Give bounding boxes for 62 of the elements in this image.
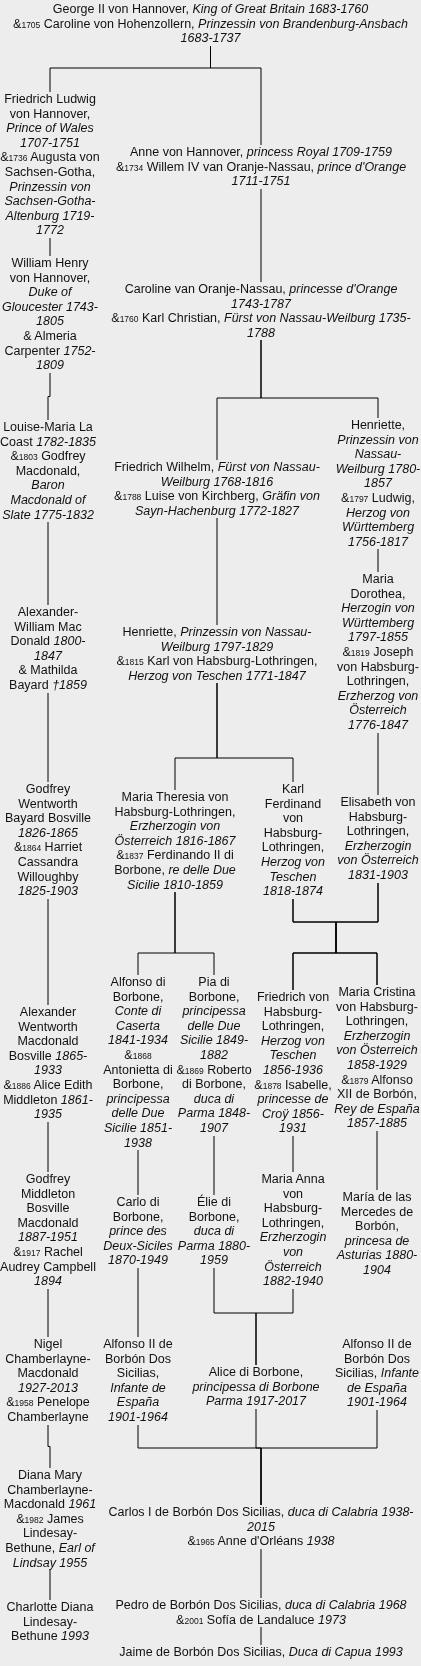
person-entry: Nigel Chamberlayne-Macdonald 1927-2013: [4, 1337, 92, 1396]
person-entry: Alexander-William Mac Donald 1800-1847: [9, 605, 87, 664]
person-entry: Carlos I de Borbón Dos Sicilias, duca di Calabria 1938-2015: [107, 1505, 415, 1535]
person-entry: Élie di Borbone, duca di Parma 1880-1959: [176, 1195, 252, 1268]
person-entry: Carlo di Borbone, prince des Deux-Siciles 1870-1949: [102, 1195, 174, 1268]
descent-line: [292, 1135, 294, 1173]
descent-line: [47, 372, 51, 421]
descent-line: [260, 188, 262, 283]
person-entry: Alice di Borbone, principessa di Borbone Parma 1917-2017: [191, 1365, 321, 1409]
descent-line: [137, 1149, 139, 1196]
person-entry: Elisabeth von Habsburg-Lothringen, Erzherzogin von Österreich 1831-1903: [336, 795, 420, 883]
descent-line: [377, 548, 379, 573]
person-entry: Alfonso di Borbone, Conte di Caserta 1841-1934: [107, 975, 169, 1048]
descent-line: [47, 692, 49, 783]
person-entry: Maria Anna von Habsburg-Lothringen, Erzherzogin von Österreich 1882-1940: [258, 1172, 328, 1289]
descent-line: [174, 891, 215, 976]
descent-line: [260, 1626, 262, 1646]
descent-line: [260, 1409, 378, 1506]
person-entry: Henriette, Prinzessin von Nassau-Weilburg 1797-1829: [121, 625, 313, 655]
person-entry: & Mathilda Bayard †1859: [8, 663, 88, 693]
person-entry: Friedrich Wilhelm, Fürst von Nassau-Weilburg 1768-1816: [113, 460, 321, 490]
person-entry: William Henry von Hannover, Duke of Gloucester 1743-1805: [1, 256, 99, 329]
person-entry: Alfonso II de Borbón Dos Sicilias, Infante de España 1901-1964: [102, 1337, 174, 1425]
descent-line: [47, 1288, 49, 1338]
person-entry: Charlotte Diana Lindesay-Bethune 1993: [5, 1600, 95, 1644]
person-entry: Godfrey Middleton Bosville Macdonald 1887-1951: [16, 1172, 80, 1245]
person-entry: Henriette, Prinzessin von Nassau-Weilburg 1780-1857: [335, 418, 421, 491]
person-entry: Maria Cristina von Habsburg-Lothringen, Erzherzogin von Österreich 1858-1929: [335, 985, 419, 1073]
descent-line: [216, 682, 294, 783]
person-entry: & Almeria Carpenter 1752-1809: [3, 328, 97, 373]
person-entry: Alfonso II de Borbón Dos Sicilias, Infante de España 1901-1964: [333, 1337, 421, 1410]
descent-line: [260, 339, 379, 419]
person-entry: Anne von Hannover, princess Royal 1709-1759: [129, 145, 393, 160]
descent-line: [260, 1548, 262, 1599]
descent-line: [49, 1569, 51, 1601]
descent-line: [213, 1135, 215, 1196]
person-entry: Maria Theresia von Habsburg-Lothringen, Erzherzogin von Österreich 1816-1867: [113, 790, 237, 849]
descent-line: [47, 1424, 51, 1469]
person-entry: Jaime de Borbón Dos Sicilias, Duca di Capua 1993: [118, 1645, 404, 1660]
descent-line: [47, 521, 49, 606]
person-entry: Friedrich Ludwig von Hannover, Prince of Wales 1707-1751: [3, 92, 97, 151]
descent-line: [376, 1130, 378, 1191]
descent-line: [47, 1121, 49, 1173]
person-entry: Diana Mary Chamberlayne-Macdonald 1961: [2, 1468, 98, 1512]
person-entry: María de las Mercedes de Borbón, princesa de Asturias 1880-1904: [335, 1190, 419, 1278]
person-entry: George II von Hannover, King of Great Britain 1683-1760: [51, 2, 370, 17]
descent-line: [255, 1288, 294, 1366]
descent-line: [137, 1267, 139, 1338]
person-entry: Pedro de Borbón Dos Sicilias, duca di Calabria 1968: [114, 1598, 408, 1613]
person-entry: Pia di Borbone, principessa delle Due Sicilie 1849-1882: [178, 975, 250, 1063]
descent-line: [377, 732, 379, 796]
person-entry: Godfrey Wentworth Bayard Bosville 1826-1865: [3, 782, 93, 841]
person-entry: Louise-Maria La Coast 1782-1835: [0, 420, 96, 450]
person-entry: Friedrich von Habsburg-Lothringen, Herzog von Teschen 1856-1936: [255, 990, 331, 1078]
descent-line: [216, 517, 218, 626]
person-entry: Karl Ferdinand von Habsburg-Lothringen, Herzog von Teschen 1818-1874: [260, 782, 326, 899]
person-entry: Maria Dorothea, Herzogin von Württemberg 1797-1855: [340, 572, 416, 645]
person-entry: Alexander Wentworth Macdonald Bosville 1865-1933: [7, 1005, 89, 1078]
person-entry: Caroline van Oranje-Nassau, princesse d'Orange 1743-1787: [123, 282, 399, 312]
descent-line: [335, 882, 379, 986]
descent-line: [47, 898, 49, 1006]
descent-line: [49, 237, 51, 257]
